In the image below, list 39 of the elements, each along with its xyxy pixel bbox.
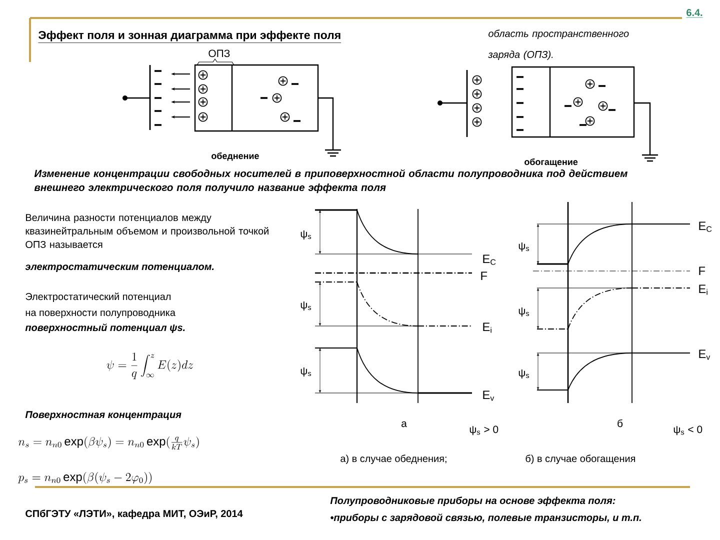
potential-label: ψ$_{s}$ bbox=[518, 307, 530, 316]
band-label: E$_{i}$ bbox=[699, 284, 708, 295]
potential-label: ψ$_{s}$ bbox=[300, 230, 312, 240]
band-label: E$_{C}$ bbox=[699, 222, 712, 232]
paragraph: электростатическим потенциалом. bbox=[25, 264, 214, 272]
caption: б) в случае обогащения bbox=[526, 454, 635, 464]
region-label: обогащение bbox=[524, 158, 578, 167]
band-label: E$_{C}$ bbox=[483, 254, 496, 265]
band-label: E$_{i}$ bbox=[483, 322, 492, 333]
figure-label: б bbox=[618, 419, 623, 428]
paragraph: Изменение концентрации свободных носителей в приповерхностной области полупроводника под действием внешнего электрического поля получило название эффекта поля bbox=[34, 169, 628, 194]
band-label: F bbox=[481, 272, 488, 280]
page-number: 6.4. bbox=[686, 9, 704, 18]
band-label: F bbox=[699, 266, 706, 275]
paragraph: Поверхностная концентрация bbox=[25, 411, 182, 420]
region-label: обеднение bbox=[212, 152, 259, 161]
band-label: E$_{v}$ bbox=[699, 350, 710, 360]
note-text: Полупроводниковые приборы на основе эффекта поля: bbox=[330, 496, 616, 506]
note-text: •приборы с зарядовой связью, полевые транзисторы, и т.п. bbox=[330, 514, 641, 524]
condition-label: ψ$_{s}$ > 0 bbox=[470, 426, 498, 436]
formula: $p_{s} = n_{n0}\exp(\beta(\psi_{s} - 2\varphi_{0}))$ bbox=[18, 472, 152, 484]
slide-title: Эффект поля и зонная диаграмма при эффекте поля bbox=[38, 30, 342, 43]
formula: $n_{s} = n_{n0}\exp(\beta\psi_{s}) = n_{n0}\exp(\frac{q}{kT}\psi_{s})$ bbox=[18, 436, 199, 450]
condition-label: ψ$_{s}$ < 0 bbox=[674, 426, 702, 436]
paragraph: на поверхности полупроводника bbox=[26, 310, 176, 318]
band-label: E$_{v}$ bbox=[483, 390, 494, 401]
figure-label: а bbox=[402, 421, 407, 428]
paragraph: Электростатический потенциал bbox=[26, 292, 171, 302]
footer-text: СПбГЭТУ «ЛЭТИ», кафедра МИТ, ОЭиР, 2014 bbox=[26, 510, 243, 520]
paragraph: Величина разности потенциалов между квазинейтральным объемом и произвольной точкой ОПЗ называется bbox=[26, 214, 268, 248]
potential-label: ψ$_{s}$ bbox=[518, 242, 530, 252]
paragraph: поверхностный потенциал ψs. bbox=[25, 324, 185, 334]
region-label: ОПЗ bbox=[208, 50, 230, 58]
potential-label: ψ$_{s}$ bbox=[300, 301, 312, 310]
formula: $\psi = \frac{1}{q}\int_{\infty}^{z} E(z)dz$ bbox=[106, 352, 194, 380]
potential-label: ψ$_{s}$ bbox=[300, 367, 312, 376]
note-text: область пространственного заряда (ОПЗ). bbox=[488, 30, 629, 60]
caption: а) в случае обеднения; bbox=[340, 454, 446, 464]
potential-label: ψ$_{s}$ bbox=[518, 369, 530, 378]
